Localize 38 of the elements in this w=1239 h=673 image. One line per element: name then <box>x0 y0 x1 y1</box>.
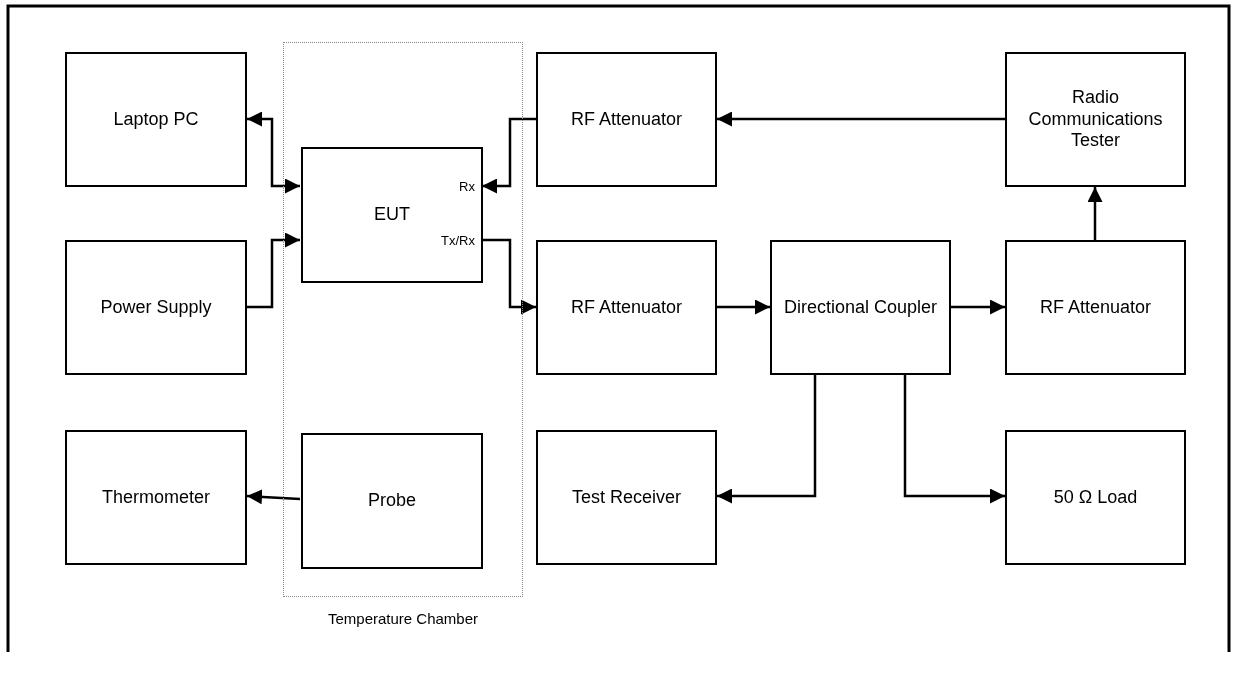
process-box <box>65 240 247 375</box>
port-label: Tx/Rx <box>441 233 475 249</box>
arrow <box>717 375 817 504</box>
process-box <box>65 430 247 565</box>
box-label: Directional Coupler <box>782 296 939 319</box>
box-label: Radio Communications Tester <box>1027 87 1164 152</box>
box-label: RF Attenuator <box>569 296 684 319</box>
process-box <box>536 240 717 375</box>
box-label: Power Supply <box>99 296 213 319</box>
arrow <box>482 238 536 315</box>
arrow <box>717 111 1005 127</box>
box-label: 50 Ω Load <box>1052 486 1139 509</box>
arrow <box>482 117 536 194</box>
process-box <box>301 147 483 283</box>
box-label: Laptop PC <box>112 108 200 131</box>
arrow <box>247 111 300 194</box>
process-box <box>536 430 717 565</box>
process-box <box>1005 240 1186 375</box>
arrow <box>246 489 301 505</box>
process-box <box>536 52 717 187</box>
box-label: EUT <box>373 204 411 226</box>
arrow <box>1087 187 1103 240</box>
process-box <box>1005 52 1186 187</box>
process-box <box>301 433 483 569</box>
chamber-label: Temperature Chamber <box>326 610 480 628</box>
arrow <box>903 375 1005 504</box>
box-label: Test Receiver <box>570 486 682 509</box>
arrow <box>951 299 1005 315</box>
arrow <box>247 232 300 309</box>
box-label: RF Attenuator <box>569 108 684 131</box>
box-label: RF Attenuator <box>1038 296 1153 319</box>
process-box <box>1005 430 1186 565</box>
process-box <box>770 240 951 375</box>
process-box <box>65 52 247 187</box>
box-label: Thermometer <box>101 486 211 509</box>
port-label: Rx <box>459 179 475 195</box>
arrow <box>717 299 770 315</box>
box-label: Probe <box>366 490 417 512</box>
